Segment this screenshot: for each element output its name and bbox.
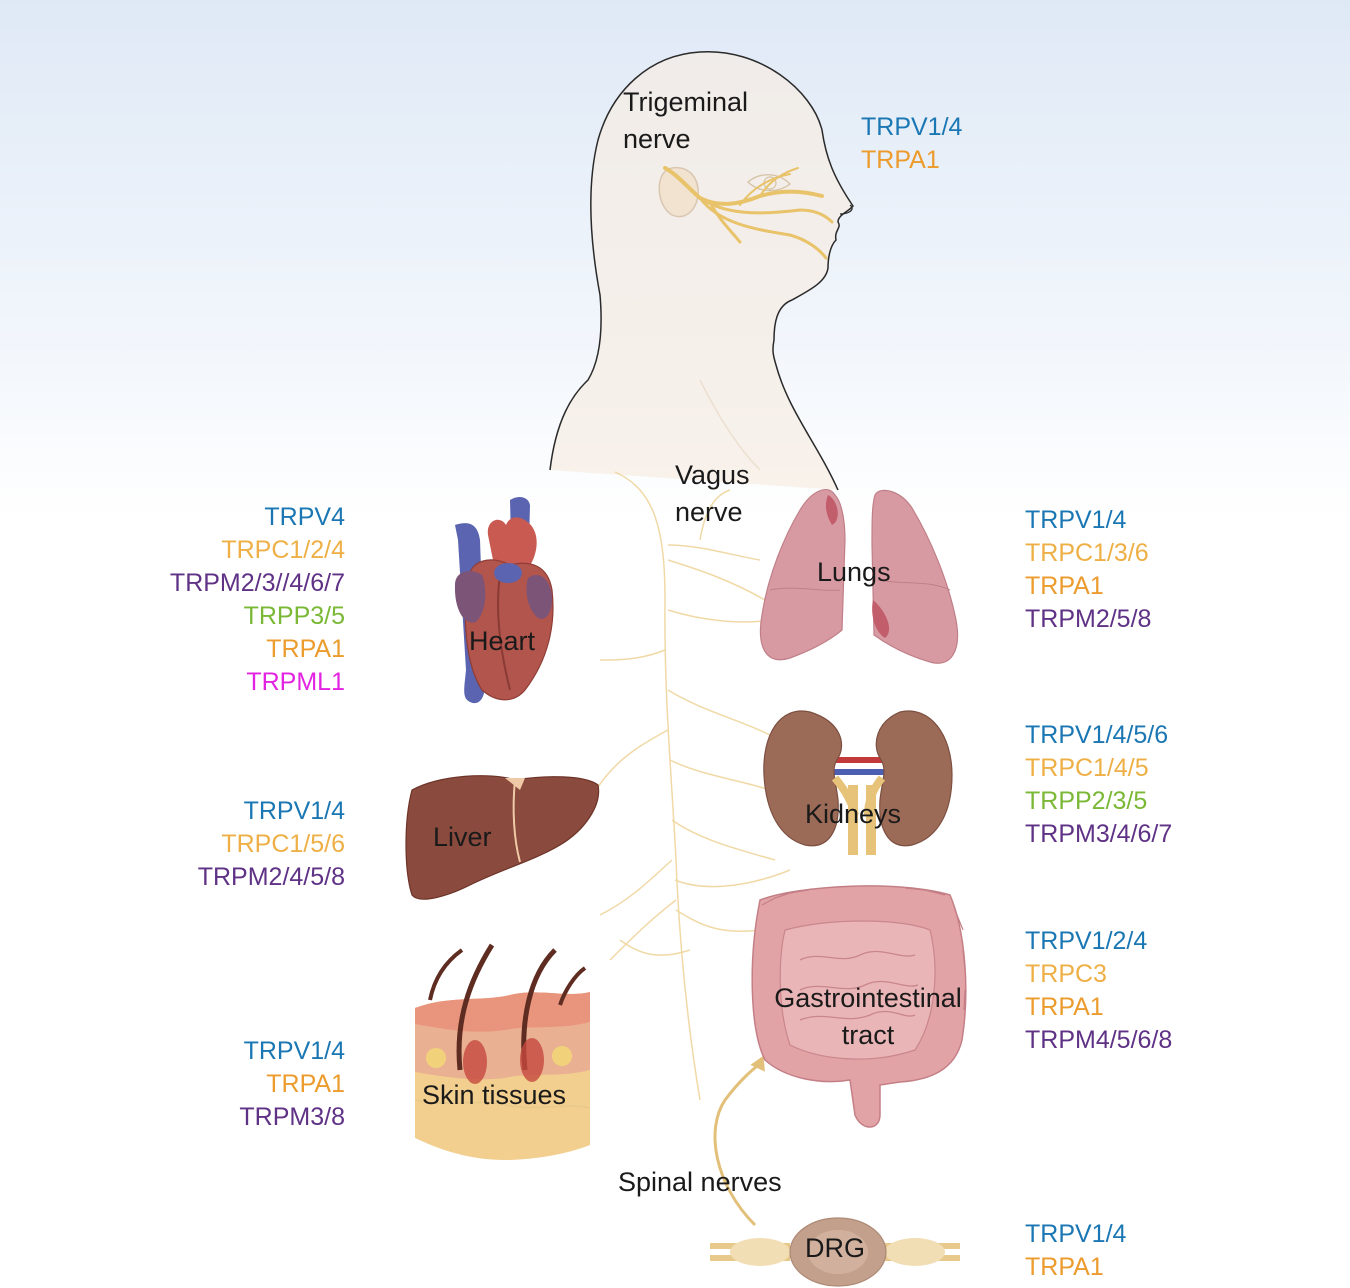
channel-entry: TRPM3/4/6/7 xyxy=(1025,820,1173,848)
lungs-label: Lungs xyxy=(817,557,891,587)
channel-entry: TRPV1/4/5/6 xyxy=(1025,721,1169,749)
channel-entry: TRPA1 xyxy=(1025,1253,1104,1281)
gi-label-line-2: tract xyxy=(841,1020,895,1050)
heart-label: Heart xyxy=(469,626,536,656)
skin-tissues-label: Skin tissues xyxy=(422,1080,567,1110)
heart-channel-list: TRPV4 TRPC1/2/4 TRPM2/3//4/6/7 TRPP3/5 T… xyxy=(170,501,345,699)
channel-entry: TRPV1/4 xyxy=(243,797,345,825)
channel-entry: TRPP2/3/5 xyxy=(1025,787,1148,815)
liver-channel-list: TRPV1/4 TRPC1/5/6 TRPM2/4/5/8 xyxy=(198,795,345,894)
lungs-illustration xyxy=(759,489,959,664)
channel-entry: TRPV1/4 xyxy=(1025,506,1127,534)
gi-tract-label: Gastrointestinal tract xyxy=(740,980,996,1054)
channel-entry: TRPV1/2/4 xyxy=(1025,927,1148,955)
drg-label: DRG xyxy=(805,1233,865,1263)
channel-entry: TRPA1 xyxy=(266,635,345,663)
channel-entry: TRPA1 xyxy=(1025,572,1104,600)
channel-entry: TRPM2/5/8 xyxy=(1025,605,1152,633)
channel-entry: TRPP3/5 xyxy=(243,602,345,630)
trigeminal-channel-list: TRPV1/4 TRPA1 xyxy=(861,111,962,177)
channel-entry: TRPC1/3/6 xyxy=(1025,539,1149,567)
vagus-nerve-label: Vagus nerve xyxy=(675,457,750,531)
vagus-label-line-1: Vagus xyxy=(675,460,750,490)
gi-tract-illustration xyxy=(751,885,967,1128)
gi-label-line-1: Gastrointestinal xyxy=(774,983,962,1013)
channel-entry: TRPM4/5/6/8 xyxy=(1025,1026,1173,1054)
channel-entry: TRPC3 xyxy=(1025,960,1107,988)
liver-label: Liver xyxy=(433,822,492,852)
channel-entry: TRPA1 xyxy=(861,146,940,174)
heart-illustration xyxy=(454,497,554,704)
channel-entry: TRPC1/4/5 xyxy=(1025,754,1149,782)
vagus-label-line-2: nerve xyxy=(675,497,743,527)
drg-illustration xyxy=(710,1217,960,1287)
channel-entry: TRPM2/3//4/6/7 xyxy=(169,569,345,597)
skin-illustration xyxy=(414,943,591,1160)
channel-entry: TRPML1 xyxy=(246,668,345,696)
kidneys-illustration xyxy=(763,710,953,855)
trigeminal-label-line-2: nerve xyxy=(623,124,691,154)
trigeminal-nerve xyxy=(663,166,834,260)
channel-entry: TRPV4 xyxy=(264,503,345,531)
spinal-nerves-label: Spinal nerves xyxy=(618,1167,782,1197)
liver-illustration xyxy=(405,775,600,900)
channel-entry: TRPM3/8 xyxy=(239,1103,345,1131)
spinal-nerve-arrow xyxy=(713,1055,765,1227)
channel-entry: TRPV1/4 xyxy=(861,113,963,141)
ear-outline xyxy=(658,166,699,218)
lungs-channel-list: TRPV1/4 TRPC1/3/6 TRPA1 TRPM2/5/8 xyxy=(1025,504,1151,636)
gi-channel-list: TRPV1/2/4 TRPC3 TRPA1 TRPM4/5/6/8 xyxy=(1025,925,1172,1057)
trigeminal-label-line-1: Trigeminal xyxy=(623,87,749,117)
skin-channel-list: TRPV1/4 TRPA1 TRPM3/8 xyxy=(239,1035,345,1134)
channel-entry: TRPV1/4 xyxy=(243,1037,345,1065)
channel-entry: TRPV1/4 xyxy=(1025,1220,1127,1248)
channel-entry: TRPA1 xyxy=(266,1070,345,1098)
channel-entry: TRPC1/2/4 xyxy=(221,536,345,564)
kidneys-label: Kidneys xyxy=(805,799,902,829)
channel-entry: TRPC1/5/6 xyxy=(221,830,345,858)
channel-entry: TRPA1 xyxy=(1025,993,1104,1021)
kidneys-channel-list: TRPV1/4/5/6 TRPC1/4/5 TRPP2/3/5 TRPM3/4/… xyxy=(1025,719,1172,851)
trigeminal-nerve-label: Trigeminal nerve xyxy=(623,84,748,158)
drg-channel-list: TRPV1/4 TRPA1 xyxy=(1025,1218,1126,1284)
body-silhouette xyxy=(549,51,854,491)
channel-entry: TRPM2/4/5/8 xyxy=(197,863,345,891)
vagus-nerve xyxy=(595,471,791,1101)
